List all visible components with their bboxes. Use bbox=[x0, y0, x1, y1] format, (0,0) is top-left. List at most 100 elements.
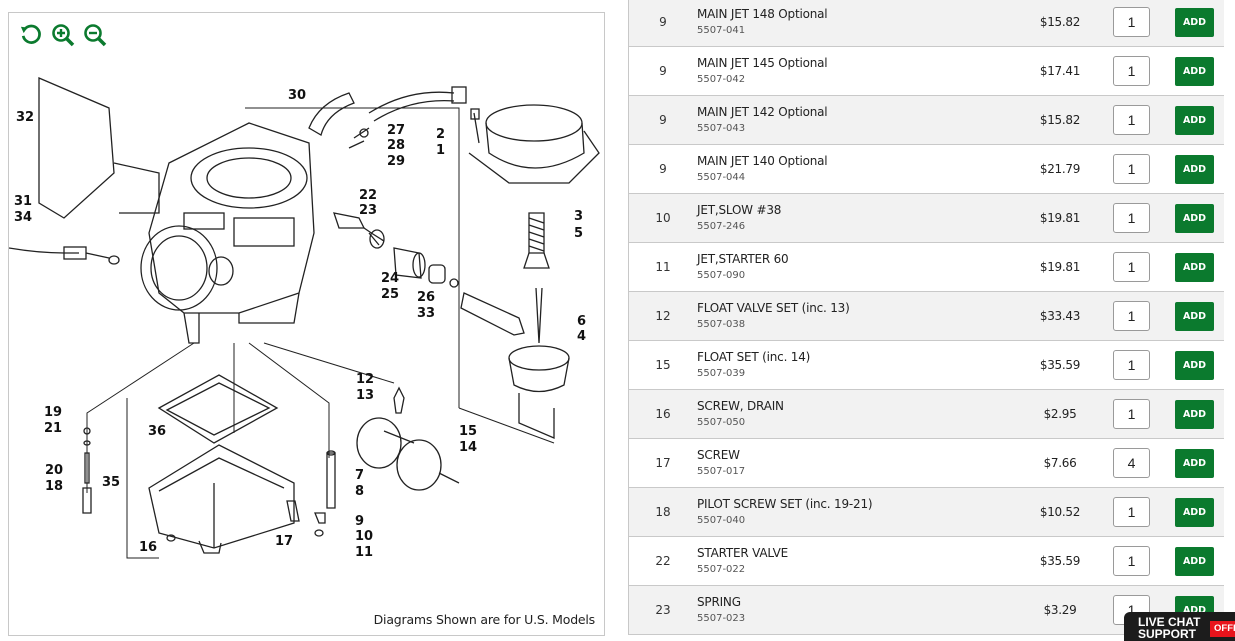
part-name: MAIN JET 145 Optional bbox=[697, 56, 828, 70]
svg-text:27: 27 bbox=[387, 123, 405, 138]
quantity-input[interactable] bbox=[1113, 546, 1150, 576]
part-price: $21.79 bbox=[1039, 162, 1081, 176]
add-to-cart-button[interactable]: ADD bbox=[1175, 449, 1214, 478]
add-to-cart-button[interactable]: ADD bbox=[1175, 498, 1214, 527]
add-to-cart-button[interactable]: ADD bbox=[1175, 155, 1214, 184]
chat-status-badge: OFFLINE bbox=[1210, 621, 1235, 637]
quantity-input[interactable] bbox=[1113, 252, 1150, 282]
svg-text:10: 10 bbox=[355, 529, 373, 544]
svg-text:31: 31 bbox=[14, 194, 32, 209]
part-ref-number: 15 bbox=[655, 358, 671, 372]
quantity-input[interactable] bbox=[1113, 350, 1150, 380]
quantity-input[interactable] bbox=[1113, 203, 1150, 233]
part-price: $19.81 bbox=[1039, 260, 1081, 274]
live-chat-widget[interactable]: LIVE CHAT SUPPORT OFFLINE bbox=[1124, 612, 1235, 641]
part-ref-number: 9 bbox=[659, 162, 667, 176]
zoom-out-icon[interactable] bbox=[83, 23, 107, 47]
part-ref-number: 12 bbox=[655, 309, 671, 323]
add-to-cart-button[interactable]: ADD bbox=[1175, 8, 1214, 37]
part-price: $35.59 bbox=[1039, 554, 1081, 568]
zoom-in-icon[interactable] bbox=[51, 23, 75, 47]
part-ref-number: 11 bbox=[655, 260, 671, 274]
svg-text:18: 18 bbox=[45, 479, 63, 494]
part-ref-number: 22 bbox=[655, 554, 671, 568]
svg-text:28: 28 bbox=[387, 138, 405, 153]
svg-text:13: 13 bbox=[356, 388, 374, 403]
part-number: 5507-023 bbox=[697, 613, 746, 624]
svg-text:6: 6 bbox=[577, 314, 586, 329]
rotate-icon[interactable] bbox=[19, 23, 43, 47]
quantity-input[interactable] bbox=[1113, 105, 1150, 135]
part-number: 5507-043 bbox=[697, 123, 746, 134]
svg-text:14: 14 bbox=[459, 440, 477, 455]
add-to-cart-button[interactable]: ADD bbox=[1175, 57, 1214, 86]
add-to-cart-button[interactable]: ADD bbox=[1175, 351, 1214, 380]
svg-text:5: 5 bbox=[574, 226, 583, 241]
part-ref-number: 17 bbox=[655, 456, 671, 470]
svg-text:9: 9 bbox=[355, 514, 364, 529]
svg-text:19: 19 bbox=[44, 405, 62, 420]
add-to-cart-button[interactable]: ADD bbox=[1175, 204, 1214, 233]
svg-text:8: 8 bbox=[355, 484, 364, 499]
part-name: FLOAT SET (inc. 14) bbox=[697, 350, 811, 364]
part-price: $15.82 bbox=[1039, 15, 1081, 29]
quantity-input[interactable] bbox=[1113, 7, 1150, 37]
part-price: $2.95 bbox=[1043, 407, 1077, 421]
svg-text:11: 11 bbox=[355, 545, 373, 560]
quantity-input[interactable] bbox=[1113, 448, 1150, 478]
part-price: $7.66 bbox=[1043, 456, 1077, 470]
add-to-cart-button[interactable]: ADD bbox=[1175, 400, 1214, 429]
part-row: 22 STARTER VALVE 5507-022 $35.59 ADD bbox=[629, 537, 1224, 586]
part-name: SPRING bbox=[697, 595, 741, 609]
quantity-input[interactable] bbox=[1113, 399, 1150, 429]
svg-text:24: 24 bbox=[381, 271, 399, 286]
part-price: $10.52 bbox=[1039, 505, 1081, 519]
svg-text:17: 17 bbox=[275, 534, 293, 549]
part-price: $19.81 bbox=[1039, 211, 1081, 225]
part-ref-number: 10 bbox=[655, 211, 671, 225]
part-price: $33.43 bbox=[1039, 309, 1081, 323]
part-name: MAIN JET 148 Optional bbox=[697, 7, 828, 21]
part-number: 5507-246 bbox=[697, 221, 746, 232]
svg-text:26: 26 bbox=[417, 290, 435, 305]
part-name: STARTER VALVE bbox=[697, 546, 788, 560]
part-price: $35.59 bbox=[1039, 358, 1081, 372]
live-chat-label: LIVE CHAT SUPPORT bbox=[1138, 615, 1201, 641]
svg-text:29: 29 bbox=[387, 154, 405, 169]
part-name: FLOAT VALVE SET (inc. 13) bbox=[697, 301, 850, 315]
svg-text:22: 22 bbox=[359, 188, 377, 203]
part-ref-number: 23 bbox=[655, 603, 671, 617]
svg-text:16: 16 bbox=[139, 540, 157, 555]
quantity-input[interactable] bbox=[1113, 154, 1150, 184]
add-to-cart-button[interactable]: ADD bbox=[1175, 253, 1214, 282]
svg-text:35: 35 bbox=[102, 475, 120, 490]
part-ref-number: 16 bbox=[655, 407, 671, 421]
part-number: 5507-017 bbox=[697, 466, 746, 477]
quantity-input[interactable] bbox=[1113, 301, 1150, 331]
part-ref-number: 9 bbox=[659, 113, 667, 127]
part-number: 5507-022 bbox=[697, 564, 746, 575]
add-to-cart-button[interactable]: ADD bbox=[1175, 302, 1214, 331]
part-number: 5507-040 bbox=[697, 515, 746, 526]
add-to-cart-button[interactable]: ADD bbox=[1175, 547, 1214, 576]
svg-text:3: 3 bbox=[574, 209, 583, 224]
part-number: 5507-042 bbox=[697, 74, 746, 85]
part-name: JET,STARTER 60 bbox=[697, 252, 789, 266]
part-name: PILOT SCREW SET (inc. 19-21) bbox=[697, 497, 873, 511]
quantity-input[interactable] bbox=[1113, 497, 1150, 527]
part-price: $3.29 bbox=[1043, 603, 1077, 617]
add-to-cart-button[interactable]: ADD bbox=[1175, 106, 1214, 135]
part-name: MAIN JET 140 Optional bbox=[697, 154, 828, 168]
diagram-toolbar bbox=[19, 23, 107, 47]
svg-text:30: 30 bbox=[288, 88, 306, 103]
quantity-input[interactable] bbox=[1113, 56, 1150, 86]
